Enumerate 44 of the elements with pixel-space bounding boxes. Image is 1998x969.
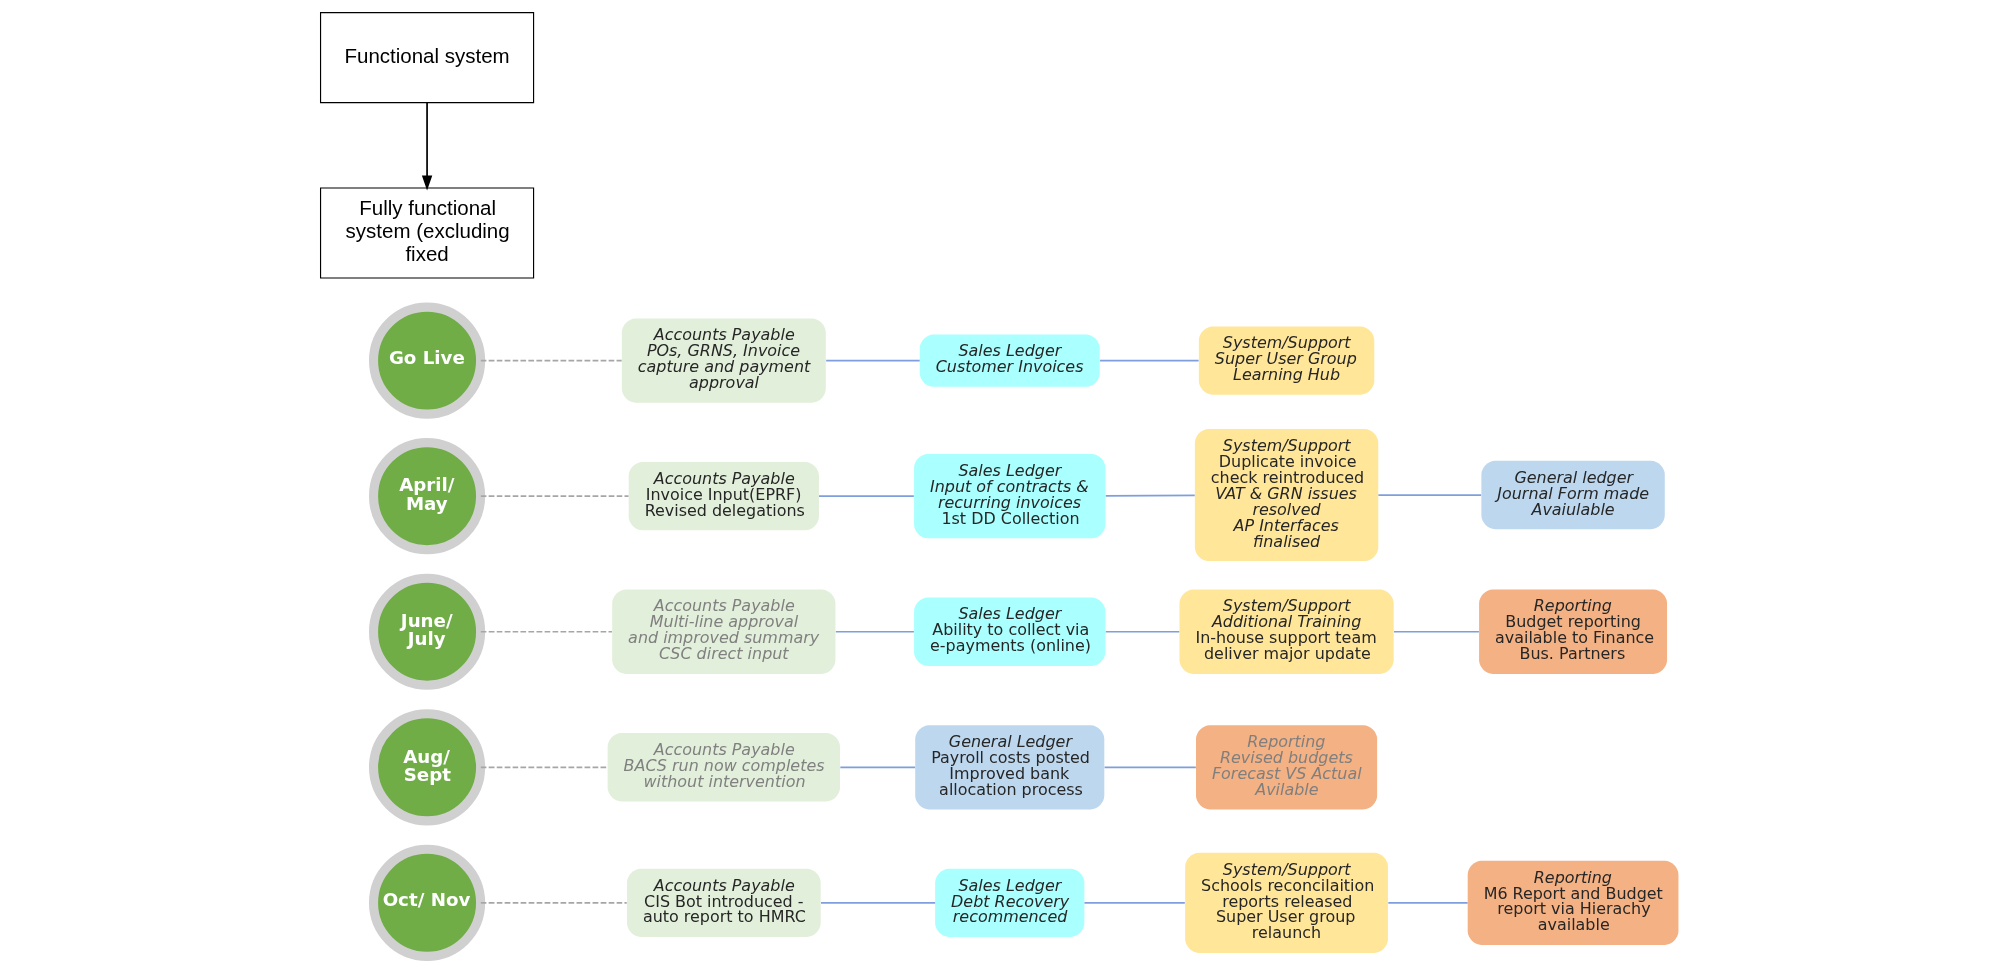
connector — [817, 495, 915, 498]
connector — [479, 359, 622, 362]
connector — [1104, 494, 1196, 497]
node-box: Accounts Payable BACS run now completes without intervention — [607, 733, 840, 802]
node-circle: Go Live — [368, 302, 485, 419]
connector — [839, 766, 916, 769]
node-box: General Ledger Payroll costs posted Improved bank allocation process — [914, 725, 1104, 810]
node-box: Reporting M6 Report and Budget report via Hierachy available — [1467, 860, 1678, 945]
node-box: Sales Ledger Input of contracts & recurring invoices 1st DD Collection — [913, 454, 1105, 539]
node-circle: April/ May — [368, 438, 485, 555]
connector — [1377, 494, 1482, 496]
node-box: Sales Ledger Debt Recovery recommenced — [934, 868, 1084, 938]
connector — [1104, 630, 1180, 633]
connector — [479, 766, 608, 769]
connector — [1386, 902, 1468, 904]
connector — [819, 902, 936, 904]
node-box: Accounts Payable POs, GRNS, Invoice capture and payment approval — [621, 318, 826, 403]
node-box: Reporting Revised budgets Forecast VS Actual Avilable — [1195, 725, 1377, 810]
node-box: Fully functional system (excluding fixed — [319, 187, 534, 279]
connector — [1103, 766, 1197, 769]
connector — [479, 630, 613, 633]
node-box: System/Support Super User Group Learning Hub — [1198, 326, 1374, 395]
connector — [834, 630, 915, 633]
node-box: System/Support Schools reconcilaition reports released Super User group relaunch — [1184, 852, 1388, 953]
node-box: Accounts Payable Multi-line approval and improved summary CSC direct input — [611, 589, 835, 674]
node-box: Sales Ledger Customer Invoices — [919, 334, 1100, 387]
connector — [824, 359, 921, 362]
connector — [1392, 630, 1480, 633]
node-box: Accounts Payable CIS Bot introduced - auto report to HMRC — [626, 868, 821, 938]
arrow — [421, 102, 432, 191]
connector — [1083, 902, 1186, 904]
connector — [479, 902, 628, 904]
node-circle: Oct/ Nov — [368, 844, 485, 961]
node-box: Accounts Payable Invoice Input(EPRF) Revised delegations — [628, 462, 819, 531]
node-box: System/Support Duplicate invoice check reintroduced VAT & GRN issues resolved AP Interfaces finalised — [1194, 428, 1378, 562]
node-box: Functional system — [319, 12, 534, 104]
node-circle: June/ July — [368, 573, 485, 690]
node-box: Reporting Budget reporting available to Finance Bus. Partners — [1478, 589, 1667, 674]
node-circle: Aug/ Sept — [368, 709, 485, 826]
node-box: System/Support Additional Training In-house support team deliver major update — [1179, 589, 1394, 674]
node-box: General ledger Journal Form made Avaiulable — [1480, 460, 1665, 530]
connector — [479, 495, 629, 498]
node-box: Sales Ledger Ability to collect via e-payments (online) — [913, 597, 1105, 666]
connector — [1098, 359, 1199, 362]
